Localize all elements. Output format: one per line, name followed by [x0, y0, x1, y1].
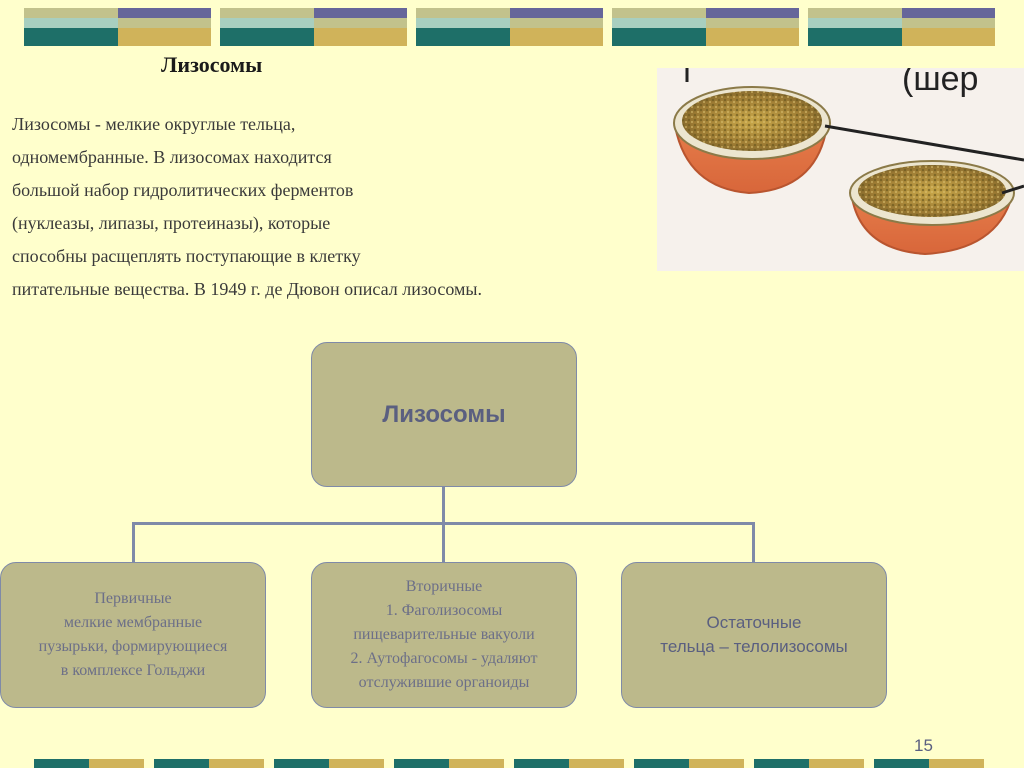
- pointer-line: [824, 124, 1024, 162]
- node-line: 2. Аутофагосомы - удаляют: [350, 650, 538, 667]
- node-primary-lysosomes: Первичные мелкие мембранные пузырьки, фо…: [0, 562, 266, 708]
- decor-strip-segment: [689, 759, 744, 768]
- node-secondary-lysosomes: Вторичные 1. Фаголизосомы пищеварительны…: [311, 562, 577, 708]
- body-text: Лизосомы - мелкие округлые тельца, одном…: [12, 108, 652, 306]
- decor-strip-segment: [154, 759, 209, 768]
- lysosome-illustration: (шер: [657, 68, 1024, 271]
- connector-left: [132, 522, 135, 562]
- body-line: Лизосомы - мелкие округлые тельца,: [12, 114, 296, 134]
- node-line: в комплексе Гольджи: [60, 662, 206, 679]
- decor-strip-segment: [754, 759, 809, 768]
- decor-strip-segment: [329, 759, 384, 768]
- pointer-line: [1001, 184, 1024, 195]
- decor-strip-segment: [34, 759, 89, 768]
- body-line: способны расщеплять поступающие в клетку: [12, 246, 361, 266]
- lysosome-drawing: (шер: [673, 68, 1024, 256]
- decor-strip-segment: [874, 759, 929, 768]
- node-line: отслужившие органоиды: [358, 674, 530, 691]
- diagram-root-node: Лизосомы: [311, 342, 577, 487]
- decor-strip-segment: [89, 759, 144, 768]
- decor-strip-segment: [809, 759, 864, 768]
- body-line: (нуклеазы, липазы, протеиназы), которые: [12, 213, 331, 233]
- decor-tile: [220, 8, 407, 46]
- node-line: Остаточные: [706, 613, 802, 632]
- node-line: Вторичные: [405, 578, 483, 595]
- connector-right: [752, 522, 755, 562]
- decor-strip-segment: [449, 759, 504, 768]
- node-line: 1. Фаголизосомы: [385, 602, 503, 619]
- slide-title: Лизосомы: [161, 52, 263, 77]
- node-residual-bodies: Остаточные тельца – телолизосомы: [621, 562, 887, 708]
- decor-strip-segment: [929, 759, 984, 768]
- body-line: большой набор гидролитических ферментов: [12, 180, 354, 200]
- decor-strip-segment: [634, 759, 689, 768]
- decor-strip-segment: [394, 759, 449, 768]
- node-line: пищеварительные вакуоли: [353, 626, 535, 643]
- body-line: питательные вещества. В 1949 г. де Дювон…: [12, 279, 482, 299]
- decor-strip-segment: [514, 759, 569, 768]
- node-line: пузырьки, формирующиеся: [38, 638, 228, 655]
- decor-tile: [416, 8, 603, 46]
- node-line: Первичные: [94, 590, 172, 607]
- node-line: тельца – телолизосомы: [660, 637, 848, 656]
- decor-strip-segment: [274, 759, 329, 768]
- body-line: одномембранные. В лизосомах находится: [12, 147, 332, 167]
- decor-tile: [24, 8, 211, 46]
- node-line: мелкие мембранные: [63, 614, 203, 631]
- decor-strip-segment: [569, 759, 624, 768]
- decor-strip-segment: [209, 759, 264, 768]
- decor-tile: [808, 8, 995, 46]
- decor-tile: [612, 8, 799, 46]
- page-number: 15: [914, 736, 933, 755]
- caption-fragment: (шер: [902, 68, 978, 98]
- connector-horizontal: [132, 522, 755, 525]
